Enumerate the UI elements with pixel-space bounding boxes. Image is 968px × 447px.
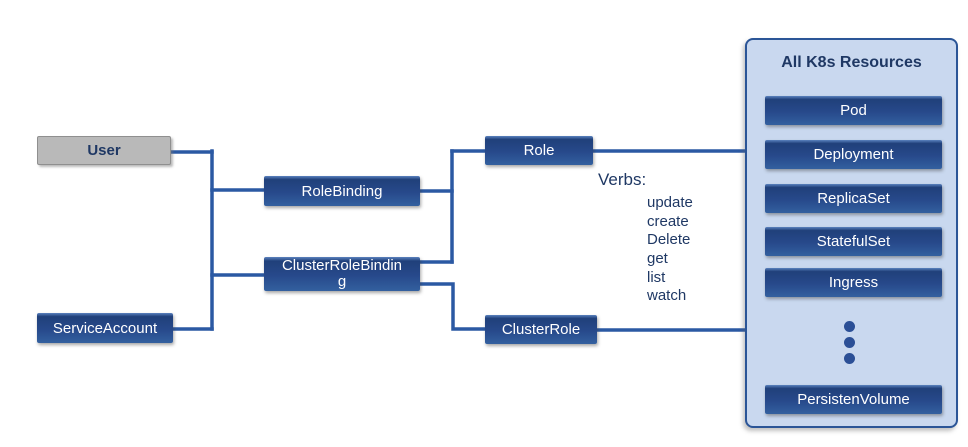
node-user: User [37, 136, 171, 165]
node-serviceaccount-label: ServiceAccount [52, 319, 158, 337]
panel-title: All K8s Resources [781, 54, 922, 71]
vertical-ellipsis-icon [844, 321, 855, 364]
node-clusterrolebinding: ClusterRoleBinding [264, 257, 420, 291]
node-clusterrole: ClusterRole [485, 315, 597, 344]
resource-statefulset-label: StatefulSet [816, 233, 891, 250]
node-role: Role [485, 136, 593, 165]
resource-ingress: Ingress [765, 268, 942, 297]
verb-item: list [647, 268, 666, 286]
k8s-resources-panel: All K8s Resources Pod Deployment Replica… [745, 38, 958, 428]
resource-persistenvolume-label: PersistenVolume [797, 391, 910, 408]
ellipsis-dot [844, 337, 855, 348]
ellipsis-dot [844, 353, 855, 364]
node-rolebinding: RoleBinding [264, 176, 420, 206]
node-serviceaccount: ServiceAccount [37, 313, 173, 343]
resource-replicaset: ReplicaSet [765, 184, 942, 213]
resource-persistenvolume: PersistenVolume [765, 385, 942, 414]
connector-clusterrolebinding-clusterrole [418, 282, 487, 331]
verbs-heading: Verbs: [598, 170, 647, 189]
ellipsis-dot [844, 321, 855, 332]
verb-item: Delete [647, 231, 691, 249]
resource-pod-label: Pod [840, 102, 867, 119]
node-role-label: Role [523, 142, 555, 159]
resource-pod: Pod [765, 96, 942, 125]
verb-item: get [647, 250, 668, 268]
resource-statefulset: StatefulSet [765, 227, 942, 256]
resource-ingress-label: Ingress [828, 274, 879, 291]
verb-item: update [647, 194, 693, 211]
node-rolebinding-label: RoleBinding [301, 182, 383, 200]
node-clusterrolebinding-label: ClusterRoleBinding [281, 257, 403, 290]
node-user-label: User [87, 142, 121, 159]
node-clusterrole-label: ClusterRole [501, 321, 581, 338]
verbs-list: update create Delete get list watch [647, 194, 693, 306]
resource-deployment-label: Deployment [813, 146, 894, 163]
verb-item: create [647, 212, 689, 230]
resource-replicaset-label: ReplicaSet [817, 190, 890, 207]
resource-deployment: Deployment [765, 140, 942, 169]
verb-item: watch [647, 287, 687, 305]
